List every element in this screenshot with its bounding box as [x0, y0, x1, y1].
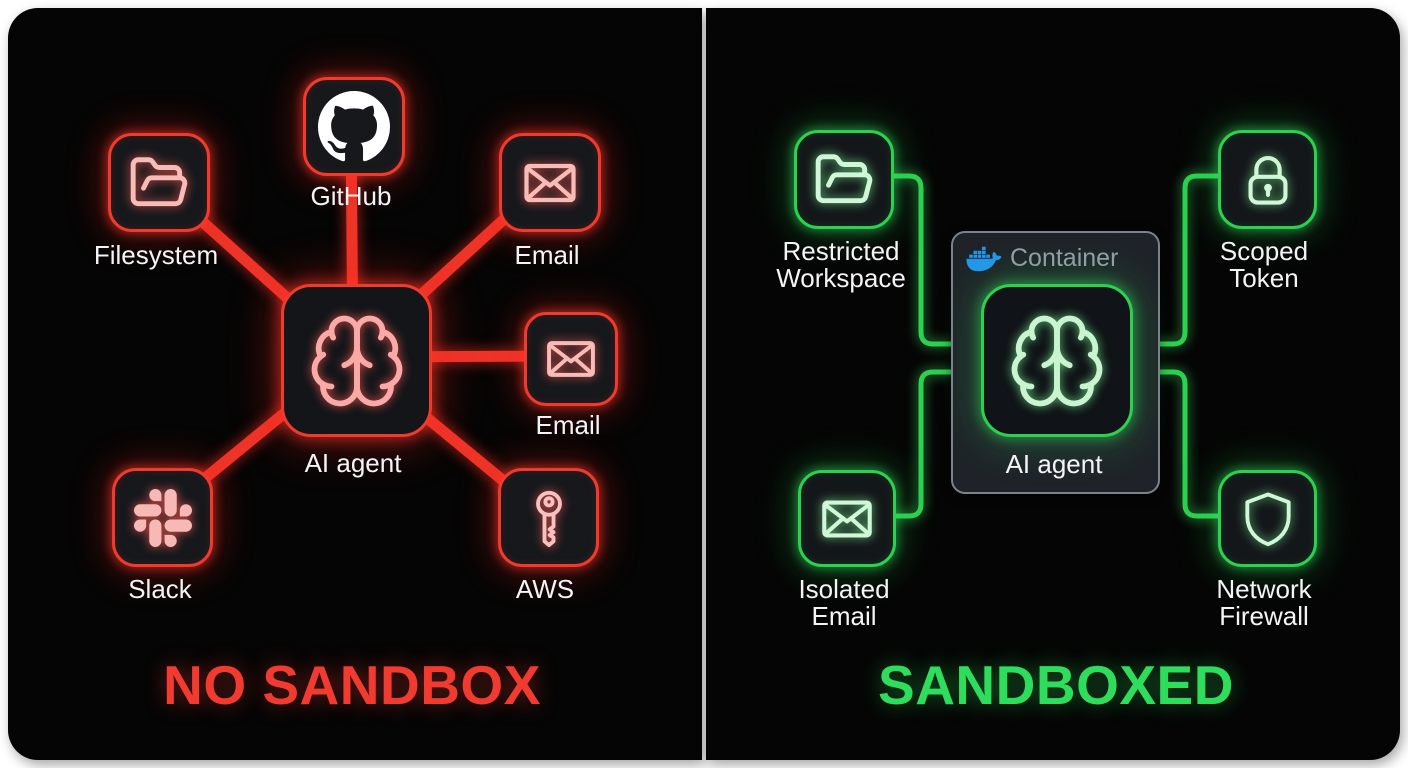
network-firewall-label: Network Firewall — [1216, 574, 1312, 631]
github-node — [303, 77, 405, 176]
lock-icon — [1247, 155, 1288, 205]
scoped-token-label: Scoped Token — [1219, 236, 1309, 293]
isolated-email-node — [798, 470, 896, 567]
github-icon — [318, 90, 390, 161]
github-label: GitHub — [310, 181, 392, 211]
email-right-node — [524, 312, 618, 406]
aws-node — [498, 468, 599, 567]
sandboxed-panel: Container AI agent — [706, 8, 1400, 760]
shield-icon — [1244, 492, 1291, 546]
scoped-token-node — [1218, 130, 1317, 229]
email-right-label: Email — [535, 410, 601, 440]
sandboxed-ai-agent-label: AI agent — [1005, 449, 1103, 479]
filesystem-label: Filesystem — [93, 240, 219, 270]
no-sandbox-panel: Filesystem GitHub Email — [8, 8, 702, 760]
email-top-label: Email — [514, 240, 580, 270]
envelope-icon — [524, 163, 576, 202]
brain-icon — [1011, 315, 1103, 406]
container-label: Container — [1010, 244, 1119, 272]
ai-agent-box — [281, 284, 432, 437]
brain-icon — [311, 315, 402, 406]
aws-label: AWS — [515, 574, 575, 604]
no-sandbox-title: NO SANDBOX — [163, 654, 541, 716]
filesystem-node — [108, 133, 210, 232]
network-firewall-node — [1218, 470, 1317, 567]
isolated-email-label: Isolated Email — [798, 574, 890, 631]
slack-node — [112, 468, 213, 567]
slack-icon — [133, 488, 192, 547]
folder-open-icon — [130, 156, 188, 206]
key-icon — [535, 490, 562, 547]
envelope-icon — [547, 341, 595, 377]
envelope-icon — [822, 500, 872, 537]
sandboxed-ai-agent-box — [981, 284, 1133, 437]
restricted-workspace-label: Restricted Workspace — [776, 236, 906, 293]
folder-open-icon — [815, 153, 873, 203]
email-top-node — [499, 133, 601, 232]
slack-label: Slack — [128, 574, 192, 604]
green-connector-lines — [885, 173, 1221, 519]
restricted-workspace-node — [794, 130, 894, 229]
ai-agent-label: AI agent — [304, 448, 402, 478]
sandboxed-title: SANDBOXED — [878, 654, 1234, 716]
container-header: Container — [966, 244, 1118, 273]
docker-whale-icon — [966, 246, 1002, 271]
